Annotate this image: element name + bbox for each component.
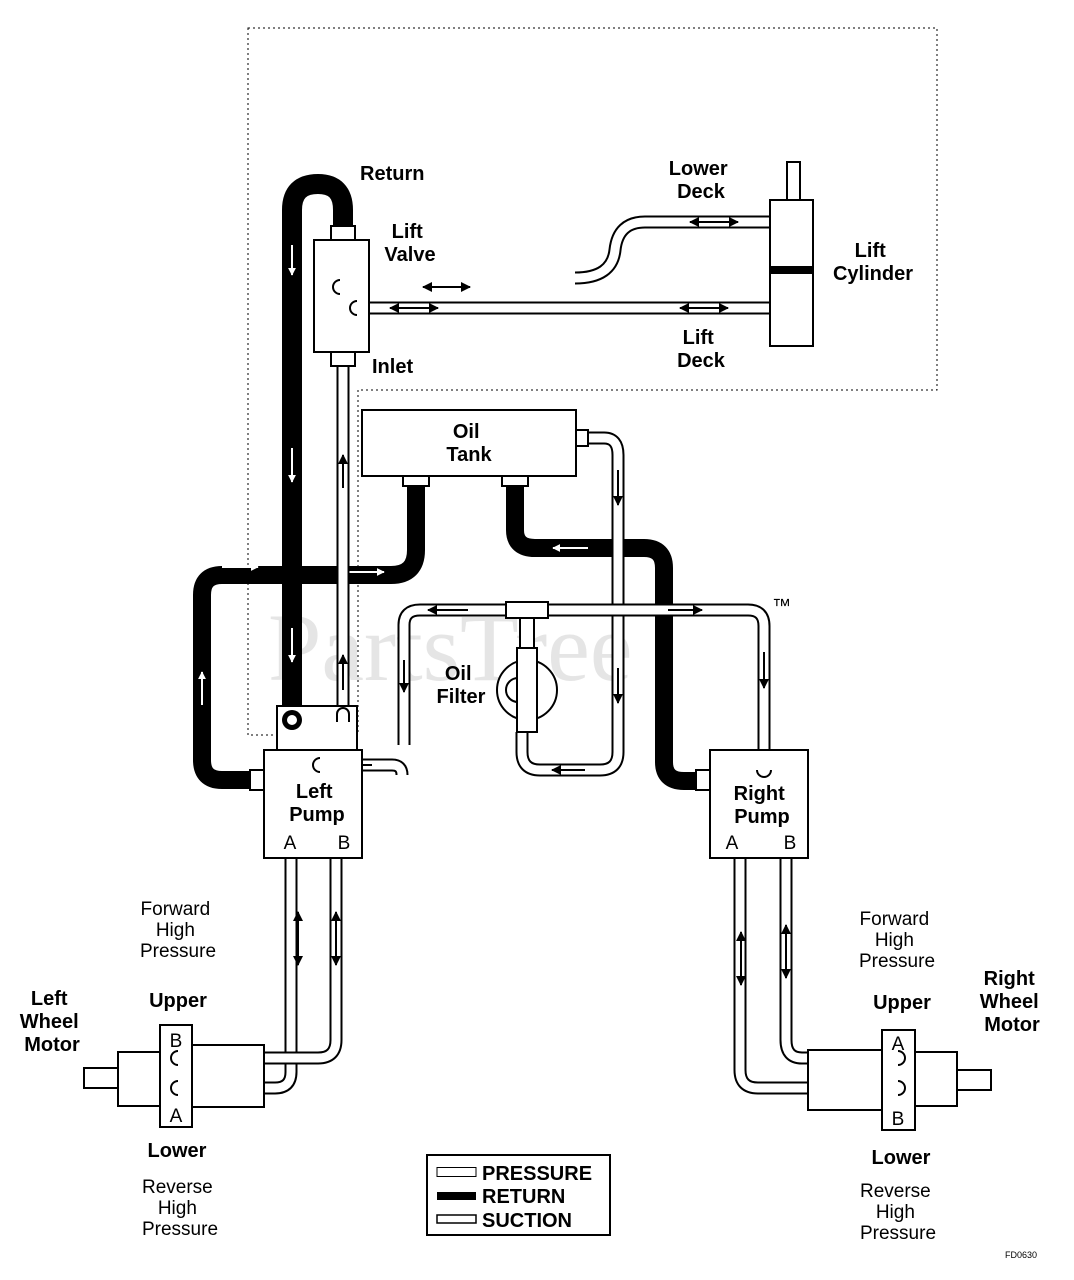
right-lower-label: Lower xyxy=(872,1147,931,1169)
oil-tank-label: Oil Tank xyxy=(446,421,492,466)
legend-pressure-label: PRESSURE xyxy=(482,1163,592,1185)
inlet-label: Inlet xyxy=(372,356,413,378)
enclosure-outline xyxy=(247,27,938,736)
left-pump-label: Left Pump xyxy=(289,781,345,826)
right-pump-port-b: B xyxy=(784,833,797,854)
lift-valve xyxy=(313,225,370,367)
left-lower-label: Lower xyxy=(148,1140,207,1162)
left-motor-port-a: A xyxy=(170,1106,183,1127)
return-lines xyxy=(193,173,712,790)
lift-deck-label: Lift Deck xyxy=(677,327,726,372)
lift-valve-label: Lift Valve xyxy=(384,221,435,266)
left-wheel-motor-label: Left Wheel Motor xyxy=(20,988,84,1056)
left-motor-port-b: B xyxy=(170,1031,183,1052)
legend-return-label: RETURN xyxy=(482,1186,565,1208)
left-pump xyxy=(249,705,363,859)
lower-deck-label: Lower Deck xyxy=(669,158,733,203)
oil-filter-label: Oil Filter xyxy=(437,663,486,708)
right-motor-port-b: B xyxy=(892,1109,905,1130)
return-label: Return xyxy=(360,163,424,185)
legend-suction-swatch xyxy=(436,1214,477,1224)
oil-filter xyxy=(496,601,558,733)
left-upper-label: Upper xyxy=(149,990,207,1012)
right-pump-label: Right Pump xyxy=(734,783,791,828)
right-forward-high-pressure-label: Forward High Pressure xyxy=(859,909,935,972)
lift-cylinder-label: Lift Cylinder xyxy=(833,240,913,285)
left-pump-port-a: A xyxy=(284,833,297,854)
left-reverse-high-pressure-label: Reverse High Pressure xyxy=(142,1177,218,1240)
figure-code: FD0630 xyxy=(1005,1250,1037,1260)
legend-suction-label: SUCTION xyxy=(482,1210,572,1232)
right-wheel-motor-label: Right Wheel Motor xyxy=(980,968,1044,1036)
right-wheel-motor xyxy=(807,1029,992,1131)
right-pump xyxy=(695,749,809,859)
left-wheel-motor xyxy=(83,1024,265,1128)
legend-pressure-swatch xyxy=(436,1167,477,1177)
right-reverse-high-pressure-label: Reverse High Pressure xyxy=(860,1181,936,1244)
right-upper-label: Upper xyxy=(873,992,931,1014)
trademark-symbol: ™ xyxy=(772,596,791,617)
lift-cylinder xyxy=(769,161,814,347)
left-forward-high-pressure-label: Forward High Pressure xyxy=(140,899,216,962)
oil-tank xyxy=(361,409,589,487)
right-pump-port-a: A xyxy=(726,833,739,854)
right-motor-port-a: A xyxy=(892,1034,905,1055)
left-pump-port-b: B xyxy=(338,833,351,854)
legend: PRESSURE RETURN SUCTION xyxy=(426,1154,611,1236)
